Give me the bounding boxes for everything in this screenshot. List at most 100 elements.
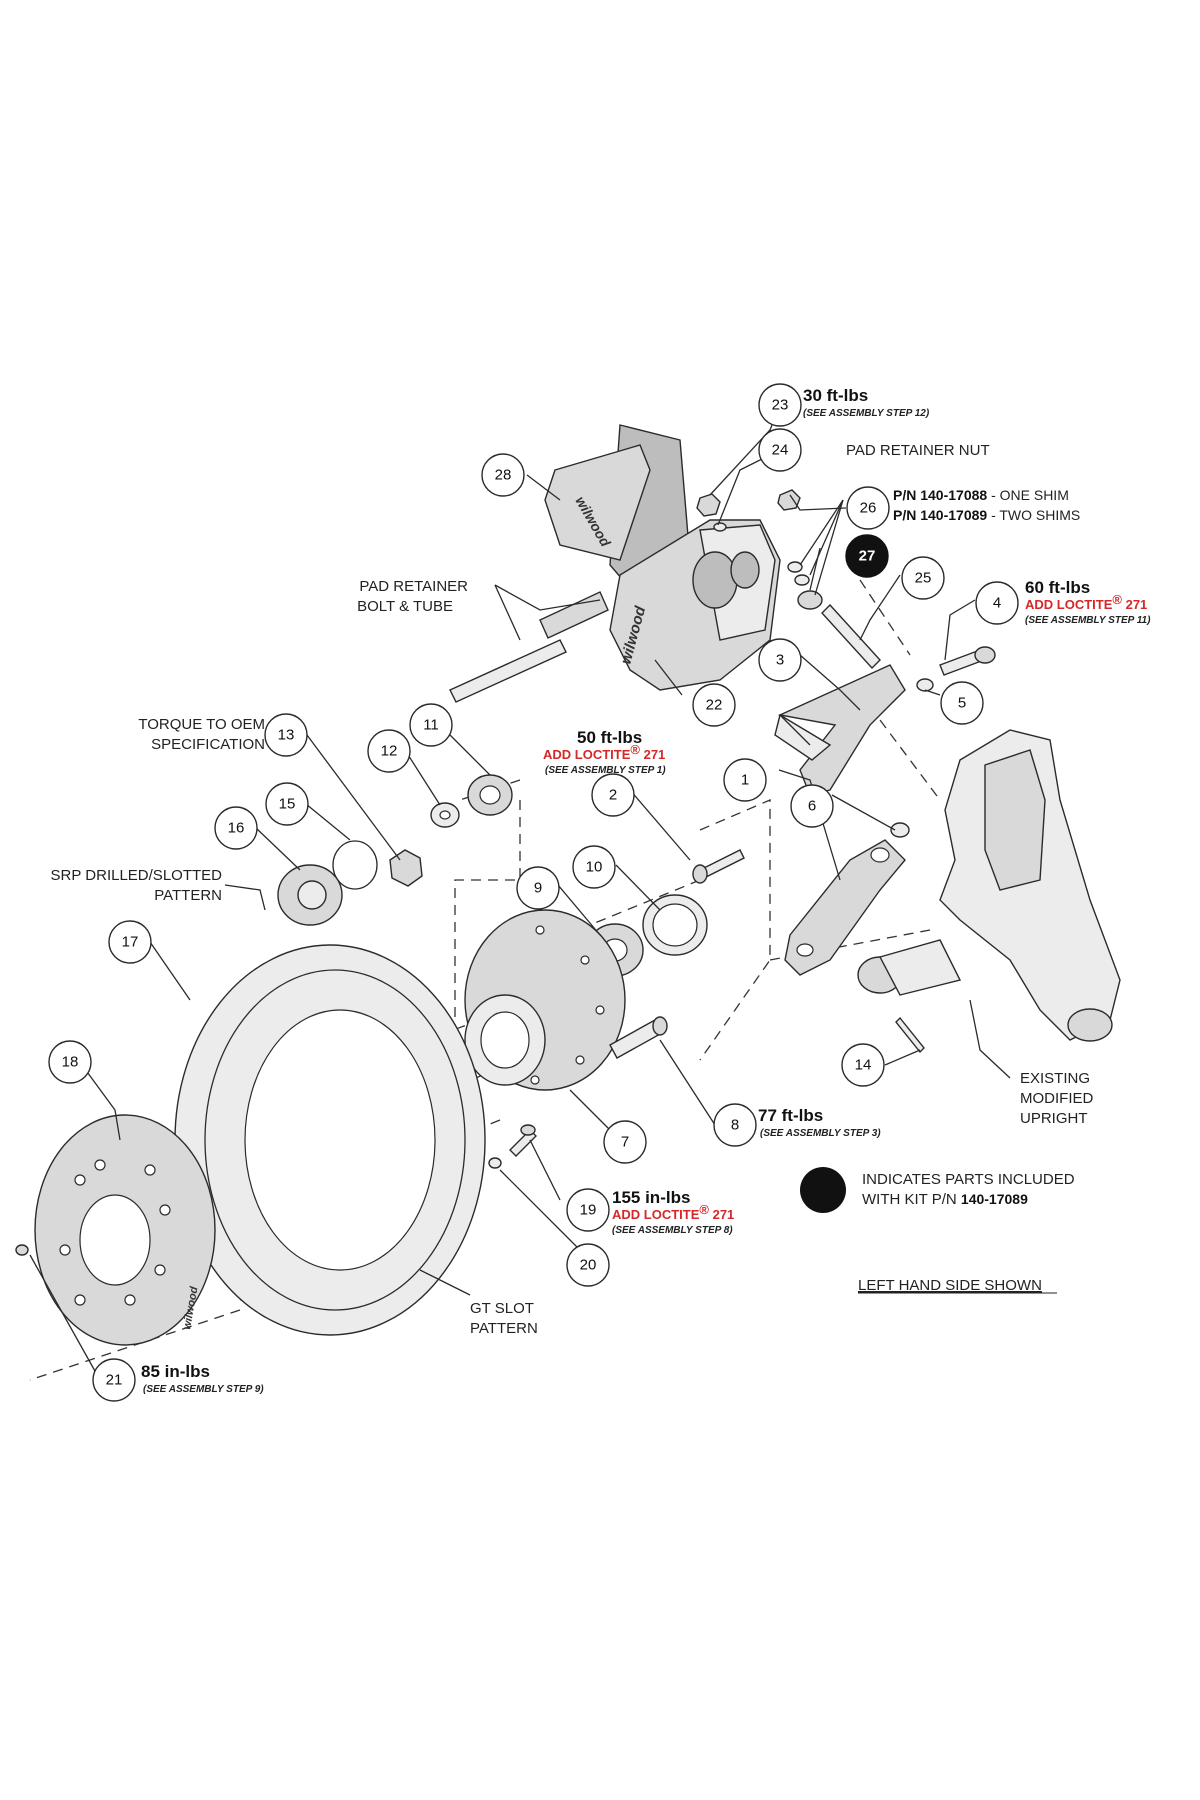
label-pad-retainer-line2: BOLT & TUBE xyxy=(357,598,453,615)
pn-one-shim: P/N 140-17088 - ONE SHIM xyxy=(893,487,1069,503)
svg-text:14: 14 xyxy=(855,1057,872,1074)
bubble-16: 16 xyxy=(214,806,258,850)
bubble-21: 21 xyxy=(92,1358,136,1402)
label-existing-line2: MODIFIED xyxy=(1020,1090,1093,1107)
label-srp-line1: SRP DRILLED/SLOTTED xyxy=(51,867,223,884)
part-bubbles: 23 24 28 26 27 25 4 3 5 22 13 11 12 15 1… xyxy=(48,383,1019,1402)
bubble-7: 7 xyxy=(603,1120,647,1164)
svg-text:6: 6 xyxy=(808,798,816,815)
rotor-hardware xyxy=(15,1124,537,1256)
label-gt-slot-line1: GT SLOT xyxy=(470,1300,534,1317)
flat-head-bolt xyxy=(692,849,745,884)
svg-text:7: 7 xyxy=(621,1134,629,1151)
svg-text:12: 12 xyxy=(381,743,398,760)
callout-labels: 30 ft-lbs (SEE ASSEMBLY STEP 12) PAD RET… xyxy=(51,386,1152,1395)
bubble-11: 11 xyxy=(409,703,453,747)
brake-pads: wilwood xyxy=(544,424,691,601)
label-pad-retainer-line1: PAD RETAINER xyxy=(359,578,468,595)
bubble-15: 15 xyxy=(265,782,309,826)
svg-text:24: 24 xyxy=(772,442,789,459)
kit-indicator-dot xyxy=(800,1167,846,1213)
bubble-25: 25 xyxy=(901,556,945,600)
bubble-20: 20 xyxy=(566,1243,610,1287)
bubble-28: 28 xyxy=(481,453,525,497)
shims-spacer xyxy=(787,561,823,610)
bubble-1: 1 xyxy=(723,758,767,802)
caliper: wilwood xyxy=(609,519,781,691)
seal-oring xyxy=(277,840,378,926)
bubble-27: 27 xyxy=(845,534,889,578)
svg-text:18: 18 xyxy=(62,1054,79,1071)
brake-rotor xyxy=(174,944,486,1336)
wheel-stud xyxy=(609,1016,668,1059)
svg-text:9: 9 xyxy=(534,880,542,897)
svg-text:1: 1 xyxy=(741,772,749,789)
note-23: (SEE ASSEMBLY STEP 12) xyxy=(803,408,930,419)
svg-text:5: 5 xyxy=(958,695,966,712)
rotor-hat: wilwood xyxy=(34,1114,216,1346)
bubble-18: 18 xyxy=(48,1040,92,1084)
loctite-19: ADD LOCTITE® 271 xyxy=(612,1202,734,1222)
loctite-4: ADD LOCTITE® 271 xyxy=(1025,592,1147,612)
torque-21: 85 in-lbs xyxy=(141,1362,210,1381)
bubble-26: 26 xyxy=(846,486,890,530)
bubble-5: 5 xyxy=(940,681,984,725)
svg-text:4: 4 xyxy=(993,595,1001,612)
svg-text:21: 21 xyxy=(106,1372,123,1389)
svg-text:22: 22 xyxy=(706,697,723,714)
svg-text:3: 3 xyxy=(776,652,784,669)
torque-4: 60 ft-lbs xyxy=(1025,578,1090,597)
label-srp-line2: PATTERN xyxy=(154,887,222,904)
bubble-10: 10 xyxy=(572,845,616,889)
mount-arm xyxy=(784,822,910,976)
svg-text:25: 25 xyxy=(915,570,932,587)
caliper-bracket xyxy=(774,664,906,796)
bubble-23: 23 xyxy=(758,383,802,427)
legend-line2: WITH KIT P/N 140-17089 xyxy=(862,1191,1028,1208)
note-21: (SEE ASSEMBLY STEP 9) xyxy=(143,1384,264,1395)
note-8: (SEE ASSEMBLY STEP 3) xyxy=(760,1128,881,1139)
label-torque-oem-line1: TORQUE TO OEM xyxy=(138,716,265,733)
cotter-pin xyxy=(895,1016,925,1054)
label-left-hand-side: LEFT HAND SIDE SHOWN xyxy=(858,1277,1042,1294)
svg-text:15: 15 xyxy=(279,796,296,813)
pad-retainer-bolt-tube xyxy=(449,591,609,703)
bubble-12: 12 xyxy=(367,729,411,773)
torque-19: 155 in-lbs xyxy=(612,1188,690,1207)
bubble-19: 19 xyxy=(566,1188,610,1232)
hub xyxy=(464,909,626,1091)
svg-text:17: 17 xyxy=(122,934,139,951)
bubble-17: 17 xyxy=(108,920,152,964)
note-4: (SEE ASSEMBLY STEP 11) xyxy=(1025,615,1151,626)
retainer-hardware xyxy=(696,489,801,532)
torque-23: 30 ft-lbs xyxy=(803,386,868,405)
label-torque-oem-line2: SPECIFICATION xyxy=(151,736,265,753)
svg-text:26: 26 xyxy=(860,500,877,517)
bubble-13: 13 xyxy=(264,713,308,757)
loctite-2: ADD LOCTITE® 271 xyxy=(543,742,665,762)
bubble-6: 6 xyxy=(790,784,834,828)
torque-8: 77 ft-lbs xyxy=(758,1106,823,1125)
svg-text:16: 16 xyxy=(228,820,245,837)
note-2: (SEE ASSEMBLY STEP 1) xyxy=(545,765,666,776)
label-pad-retainer-nut: PAD RETAINER NUT xyxy=(846,442,990,459)
bubble-22: 22 xyxy=(692,683,736,727)
label-gt-slot-line2: PATTERN xyxy=(470,1320,538,1337)
svg-text:19: 19 xyxy=(580,1202,597,1219)
svg-text:2: 2 xyxy=(609,787,617,804)
spindle-hardware xyxy=(389,774,513,887)
bubble-2: 2 xyxy=(591,773,635,817)
svg-text:10: 10 xyxy=(586,859,603,876)
svg-text:8: 8 xyxy=(731,1117,739,1134)
pn-two-shims: P/N 140-17089 - TWO SHIMS xyxy=(893,507,1080,523)
legend-line1: INDICATES PARTS INCLUDED xyxy=(862,1171,1075,1188)
svg-text:13: 13 xyxy=(278,727,295,744)
bubble-3: 3 xyxy=(758,638,802,682)
note-19: (SEE ASSEMBLY STEP 8) xyxy=(612,1225,733,1236)
mount-bolts xyxy=(821,603,996,692)
bubble-24: 24 xyxy=(758,428,802,472)
label-existing-line1: EXISTING xyxy=(1020,1070,1090,1087)
bubble-4: 4 xyxy=(975,581,1019,625)
svg-text:28: 28 xyxy=(495,467,512,484)
